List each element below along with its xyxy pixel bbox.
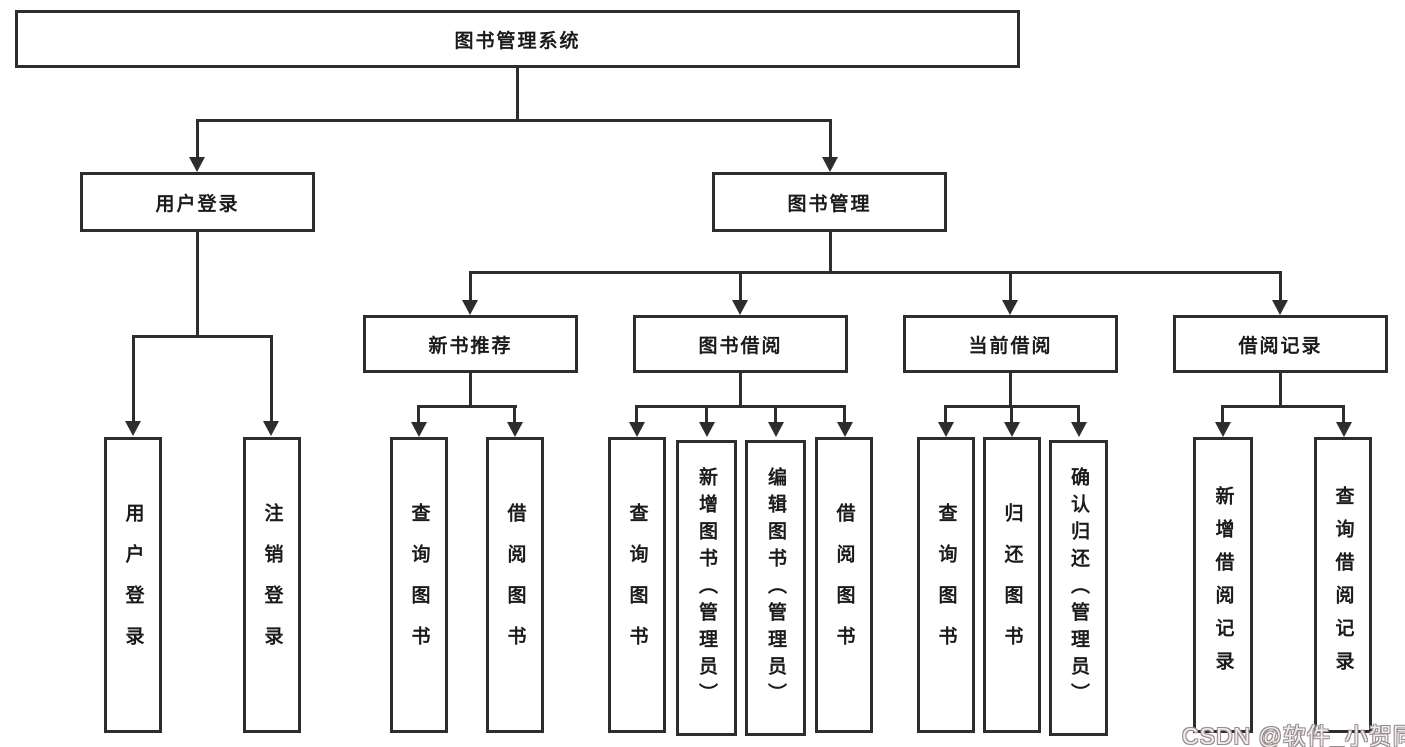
node-query-books-recommend-label: 查询图书 bbox=[408, 503, 430, 667]
node-borrowing-records: 借阅记录 bbox=[1173, 315, 1388, 373]
watermark-text: CSDN @软件_小贺同学 bbox=[1182, 723, 1405, 747]
node-book-management-label: 图书管理 bbox=[787, 193, 872, 215]
node-borrow-books-recommend-label: 借阅图书 bbox=[504, 503, 526, 667]
node-confirm-return-admin-label: 确认归还（管理员） bbox=[1068, 466, 1089, 710]
arrowhead-groupB-child1 bbox=[629, 422, 645, 437]
connector-stem-new-books bbox=[469, 271, 472, 302]
connector-groupA-bar bbox=[418, 405, 517, 408]
connector-groupC-stem bbox=[1009, 373, 1012, 408]
node-new-book-recommend: 新书推荐 bbox=[363, 315, 578, 373]
node-borrow-books-recommend: 借阅图书 bbox=[486, 437, 544, 733]
node-query-books-borrowing-label: 查询图书 bbox=[626, 503, 648, 667]
arrowhead-groupD-child1 bbox=[1215, 422, 1231, 437]
connector-groupA-child1 bbox=[417, 405, 420, 424]
connector-login-stem bbox=[196, 232, 199, 338]
node-add-borrow-record: 新增借阅记录 bbox=[1193, 437, 1253, 733]
connector-groupB-child4 bbox=[843, 405, 846, 424]
arrowhead-groupD-child2 bbox=[1336, 422, 1352, 437]
connector-groupA-stem bbox=[469, 373, 472, 408]
node-user-login: 用户登录 bbox=[80, 172, 315, 232]
node-query-books-current: 查询图书 bbox=[917, 437, 975, 733]
connector-stem-logout bbox=[270, 335, 273, 423]
arrowhead-groupA-child2 bbox=[507, 422, 523, 437]
connector-groupD-child1 bbox=[1221, 405, 1224, 424]
connector-groupB-child2 bbox=[705, 405, 708, 424]
node-add-borrow-record-label: 新增借阅记录 bbox=[1212, 486, 1234, 684]
node-book-borrowing: 图书借阅 bbox=[633, 315, 848, 373]
arrowhead-book-mgmt bbox=[822, 157, 838, 172]
connector-groupB-stem bbox=[739, 373, 742, 408]
node-logout: 注销登录 bbox=[243, 437, 301, 733]
node-current-borrowing-label: 当前借阅 bbox=[968, 335, 1053, 357]
node-query-books-recommend: 查询图书 bbox=[390, 437, 448, 733]
arrowhead-new-books bbox=[462, 300, 478, 315]
arrowhead-groupC-child3 bbox=[1071, 422, 1087, 437]
connector-stem-do-login bbox=[132, 335, 135, 423]
connector-stem-borrowing bbox=[739, 271, 742, 302]
node-return-books: 归还图书 bbox=[983, 437, 1041, 733]
arrowhead-groupB-child3 bbox=[768, 422, 784, 437]
arrowhead-records bbox=[1272, 300, 1288, 315]
arrowhead-groupA-child1 bbox=[411, 422, 427, 437]
arrowhead-logout bbox=[263, 421, 279, 436]
node-root: 图书管理系统 bbox=[15, 10, 1020, 68]
node-query-borrow-record-label: 查询借阅记录 bbox=[1332, 486, 1354, 684]
node-current-borrowing: 当前借阅 bbox=[903, 315, 1118, 373]
connector-groupC-child3 bbox=[1077, 405, 1080, 424]
connector-groupD-stem bbox=[1279, 373, 1282, 408]
node-do-login-label: 用户登录 bbox=[122, 503, 144, 667]
node-book-management: 图书管理 bbox=[712, 172, 947, 232]
node-add-books-admin: 新增图书（管理员） bbox=[676, 440, 737, 736]
arrowhead-groupB-child4 bbox=[837, 422, 853, 437]
arrowhead-user-login bbox=[189, 157, 205, 172]
connector-stem-current bbox=[1009, 271, 1012, 302]
connector-root-bar bbox=[196, 119, 832, 122]
connector-mgmt-bar bbox=[469, 271, 1282, 274]
connector-stem-records bbox=[1279, 271, 1282, 302]
node-query-borrow-record: 查询借阅记录 bbox=[1314, 437, 1372, 733]
connector-groupB-child1 bbox=[635, 405, 638, 424]
arrowhead-do-login bbox=[125, 421, 141, 436]
node-edit-books-admin-label: 编辑图书（管理员） bbox=[765, 466, 786, 710]
connector-login-bar bbox=[132, 335, 273, 338]
node-user-login-label: 用户登录 bbox=[155, 193, 240, 215]
connector-groupA-child2 bbox=[513, 405, 516, 424]
node-do-login: 用户登录 bbox=[104, 437, 162, 733]
node-edit-books-admin: 编辑图书（管理员） bbox=[745, 440, 806, 736]
node-logout-label: 注销登录 bbox=[261, 503, 283, 667]
node-book-borrowing-label: 图书借阅 bbox=[698, 335, 783, 357]
connector-groupD-child2 bbox=[1342, 405, 1345, 424]
connector-stem-book-mgmt bbox=[829, 119, 832, 159]
connector-mgmt-stem bbox=[829, 232, 832, 274]
connector-groupC-child2 bbox=[1010, 405, 1013, 424]
node-add-books-admin-label: 新增图书（管理员） bbox=[696, 466, 717, 710]
node-confirm-return-admin: 确认归还（管理员） bbox=[1049, 440, 1108, 736]
connector-groupB-child3 bbox=[774, 405, 777, 424]
node-query-books-current-label: 查询图书 bbox=[935, 503, 957, 667]
connector-groupB-bar bbox=[636, 405, 846, 408]
arrowhead-borrowing bbox=[732, 300, 748, 315]
node-borrow-books-label: 借阅图书 bbox=[833, 503, 855, 667]
node-return-books-label: 归还图书 bbox=[1001, 503, 1023, 667]
arrowhead-groupB-child2 bbox=[699, 422, 715, 437]
node-query-books-borrowing: 查询图书 bbox=[608, 437, 666, 733]
arrowhead-groupC-child1 bbox=[938, 422, 954, 437]
node-borrow-books: 借阅图书 bbox=[815, 437, 873, 733]
node-root-label: 图书管理系统 bbox=[454, 30, 581, 52]
arrowhead-current bbox=[1002, 300, 1018, 315]
connector-stem-user-login bbox=[196, 119, 199, 159]
connector-groupC-child1 bbox=[944, 405, 947, 424]
connector-groupD-bar bbox=[1221, 405, 1345, 408]
node-new-book-recommend-label: 新书推荐 bbox=[428, 335, 513, 357]
node-borrowing-records-label: 借阅记录 bbox=[1238, 335, 1323, 357]
connector-root-stem bbox=[516, 68, 519, 122]
arrowhead-groupC-child2 bbox=[1004, 422, 1020, 437]
